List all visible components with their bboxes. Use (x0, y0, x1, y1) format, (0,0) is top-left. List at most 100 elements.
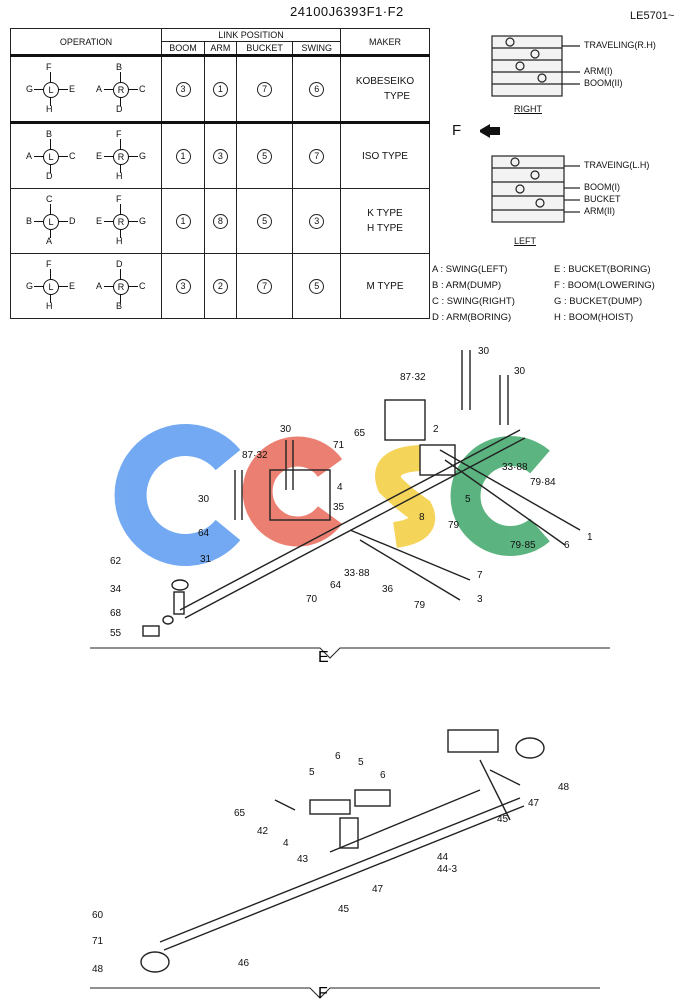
legend-item: B : ARM(DUMP) (432, 280, 502, 291)
valve-right-label: RIGHT (514, 104, 542, 114)
part-number: 87·32 (400, 372, 426, 383)
part-number: 60 (92, 910, 104, 921)
part-number: 45 (338, 904, 350, 915)
part-number: 3 (477, 594, 483, 605)
part-number: 5 (358, 757, 364, 768)
part-number: 62 (110, 556, 122, 567)
part-number: 68 (110, 608, 122, 619)
link-position: 1 (175, 148, 191, 164)
part-number: 55 (110, 628, 122, 639)
valve-right-part: TRAVELING(R.H) (584, 40, 656, 50)
part-number: 79 (414, 600, 426, 611)
part-number: 6 (564, 540, 570, 551)
link-position-header: LINK POSITION (161, 28, 341, 42)
control-valve-sketch (480, 35, 580, 223)
link-position: 3 (175, 278, 191, 294)
part-number: 30 (280, 424, 292, 435)
part-number: 87·32 (242, 450, 268, 461)
part-number: 48 (92, 964, 104, 975)
part-number: 6 (380, 770, 386, 781)
part-number: 4 (283, 838, 289, 849)
valve-left-part: ARM(II) (584, 206, 615, 216)
sub-arm: ARM (204, 41, 237, 56)
part-number: 45 (497, 814, 509, 825)
part-number: 47 (372, 884, 384, 895)
link-position: 3 (175, 81, 191, 97)
legend: A : SWING(LEFT) B : ARM(DUMP) C : SWING(… (432, 262, 682, 326)
operation-table: OPERATION LINK POSITION MAKER BOOM ARM B… (10, 28, 430, 319)
part-number: 44 (437, 852, 449, 863)
link-position: 5 (257, 148, 273, 164)
link-position: 1 (212, 81, 228, 97)
part-number: 79·85 (510, 540, 536, 551)
part-number: 44-3 (437, 864, 457, 875)
valve-right-part: BOOM(II) (584, 78, 623, 88)
sub-boom: BOOM (160, 41, 206, 56)
diagram-f: F 48 47 45 5 6 5 6 65 42 4 43 44 44-3 47… (90, 729, 600, 1000)
part-number: 35 (333, 502, 345, 513)
section-e-label: E (318, 649, 329, 666)
maker-cell: ISO TYPE (340, 122, 430, 189)
valve-left-part: BOOM(I) (584, 182, 620, 192)
part-number: 30 (514, 366, 526, 377)
part-number: 71 (92, 936, 104, 947)
link-position: 6 (309, 81, 325, 97)
part-number: 48 (558, 782, 570, 793)
front-marker: F (452, 122, 462, 139)
maker-header: MAKER (340, 28, 430, 56)
legend-item: D : ARM(BORING) (432, 312, 512, 323)
link-position: 7 (257, 81, 273, 97)
part-number: 8 (419, 512, 425, 523)
link-position: 5 (309, 278, 325, 294)
part-number: 46 (238, 958, 250, 969)
part-number: 71 (333, 440, 345, 451)
part-number: 6 (335, 751, 341, 762)
part-number: 1 (587, 532, 593, 543)
sub-bucket: BUCKET (235, 41, 294, 56)
part-number: 34 (110, 584, 122, 595)
part-number: 36 (382, 584, 394, 595)
part-number: 30 (198, 494, 210, 505)
valve-left-part: BUCKET (584, 194, 621, 204)
legend-item: H : BOOM(HOIST) (554, 312, 634, 323)
part-number: 31 (200, 554, 212, 565)
part-number: 7 (477, 570, 483, 581)
drawing-ref: LE5701~ (630, 10, 675, 22)
part-number: 4 (337, 482, 343, 493)
link-position: 1 (175, 213, 191, 229)
link-position: 7 (257, 278, 273, 294)
part-number: 79·84 (530, 477, 556, 488)
part-number: 64 (330, 580, 342, 591)
link-position: 3 (212, 148, 228, 164)
part-number: 5 (465, 494, 471, 505)
legend-item: A : SWING(LEFT) (432, 264, 508, 275)
part-number: 5 (309, 767, 315, 778)
valve-left-part: TRAVEING(L.H) (584, 160, 650, 170)
section-f-label: F (318, 985, 328, 1000)
part-number: 33·88 (502, 462, 528, 473)
part-number: 47 (528, 798, 540, 809)
part-number: 43 (297, 854, 309, 865)
part-number: 42 (257, 826, 269, 837)
valve-left-label: LEFT (514, 236, 537, 246)
part-number: 33·88 (344, 568, 370, 579)
legend-item: F : BOOM(LOWERING) (554, 280, 655, 291)
legend-item: G : BUCKET(DUMP) (554, 296, 643, 307)
link-position: 5 (257, 213, 273, 229)
part-number: 30 (478, 346, 490, 357)
diagram-e: E 30 30 87·32 30 87·32 71 65 2 33·88 79·… (90, 346, 610, 666)
maker-cell: M TYPE (340, 253, 430, 319)
